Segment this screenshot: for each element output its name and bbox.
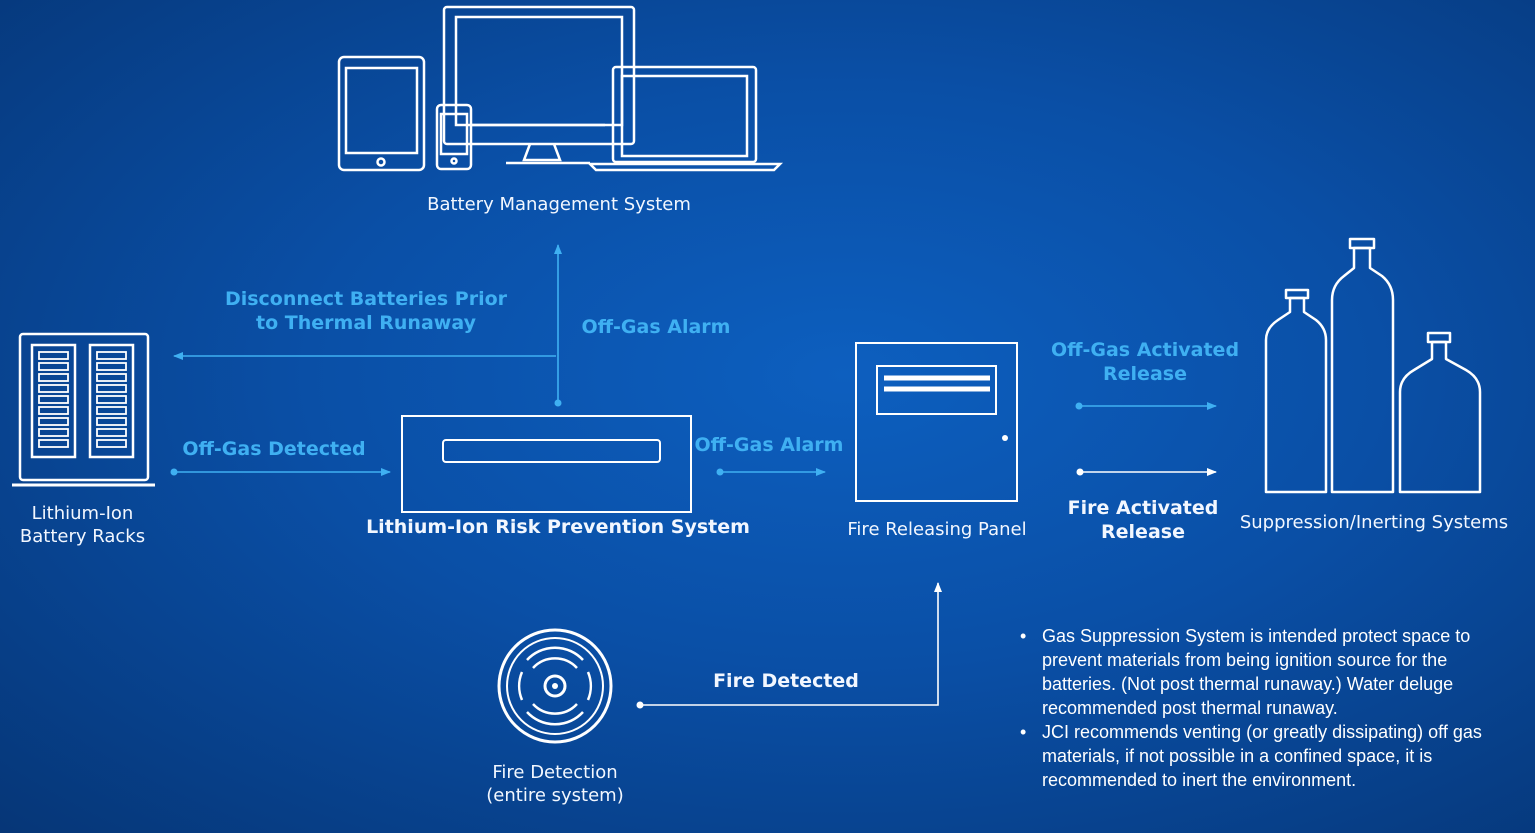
note-item: JCI recommends venting (or greatly dissi… [1020,720,1525,792]
fire-panel-icon [855,342,1018,502]
offgas-release-label: Off-Gas Activated Release [1040,339,1250,387]
risk-prevention-unit-icon [401,415,692,513]
notes-list: Gas Suppression System is intended prote… [1020,624,1525,792]
fire-release-line1: Fire Activated [1067,497,1219,519]
gas-cylinders-icon [1264,237,1482,494]
battery-racks-label: Lithium-Ion Battery Racks [0,503,165,548]
battery-racks-label-line1: Lithium-Ion [31,503,134,524]
offgas-release-line2: Release [1103,362,1187,385]
fire-release-label: Fire Activated Release [1050,497,1236,545]
note-item: Gas Suppression System is intended prote… [1020,624,1525,720]
battery-racks-label-line2: Battery Racks [19,525,146,547]
fire-detection-label: Fire Detection (entire system) [455,762,655,807]
fire-detected-label: Fire Detected [713,670,859,692]
fire-detection-label-line2: (entire system) [486,784,624,806]
bms-label: Battery Management System [427,194,691,215]
offgas-alarm-panel-label: Off-Gas Alarm [694,434,844,456]
devices-icon [337,5,784,172]
disconnect-line2: to Thermal Runaway [256,311,476,334]
suppression-label: Suppression/Inerting Systems [1239,512,1509,533]
disconnect-line1: Disconnect Batteries Prior [224,288,508,310]
lrps-label: Lithium-Ion Risk Prevention System [366,516,750,538]
fire-detector-icon [497,628,613,744]
fire-release-line2: Release [1101,520,1185,543]
offgas-alarm-bms-label: Off-Gas Alarm [581,316,731,338]
fire-detection-label-line1: Fire Detection [492,762,618,783]
connectors [170,244,1217,709]
offgas-release-line1: Off-Gas Activated [1050,339,1240,361]
battery-rack-icon [12,332,155,487]
fire-panel-label: Fire Releasing Panel [847,519,1027,540]
disconnect-batteries-label: Disconnect Batteries Prior to Thermal Ru… [208,288,524,336]
offgas-detected-label: Off-Gas Detected [182,438,366,460]
